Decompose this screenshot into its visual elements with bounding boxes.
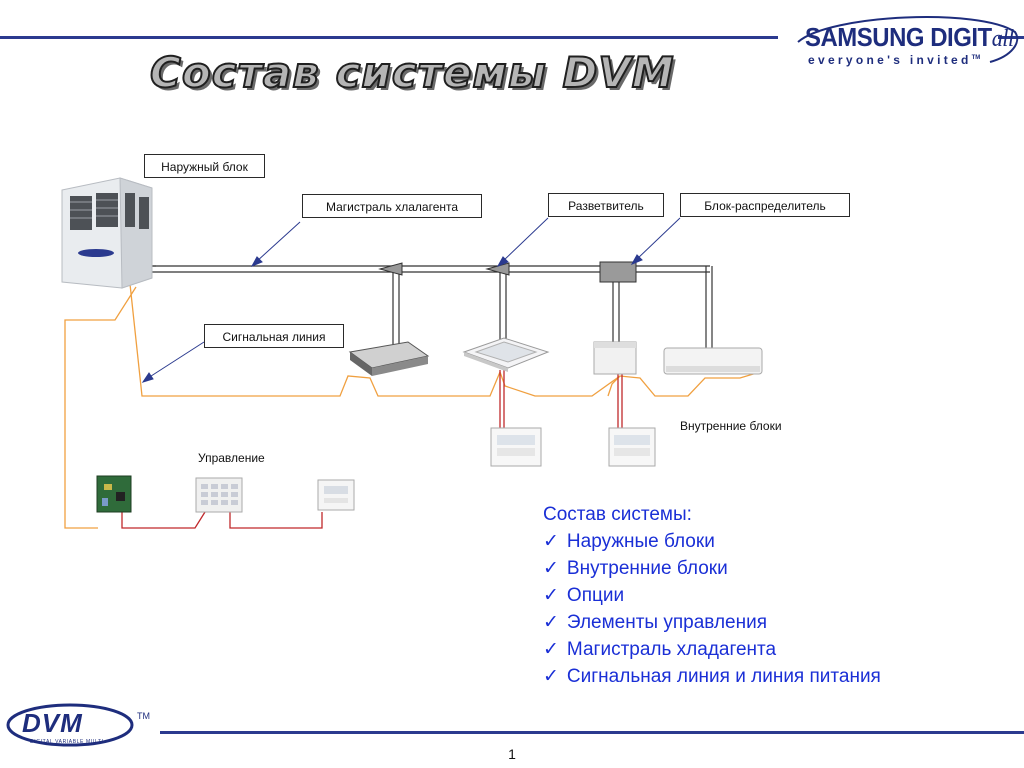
indoor-unit-duct: [348, 341, 430, 376]
label-branch-joint: Разветвитель: [548, 193, 664, 217]
label-signal-line: Сигнальная линия: [204, 324, 344, 348]
samsung-logo-swoosh: [797, 16, 1019, 63]
control-pcb: [96, 475, 132, 513]
check-icon: ✓: [543, 612, 559, 633]
branch-joint-2: [485, 262, 510, 276]
list-item: ✓Элементы управления: [543, 612, 767, 633]
list-item: ✓Сигнальная линия и линия питания: [543, 666, 881, 687]
wired-remote-1: [490, 427, 542, 467]
label-indoor-units: Внутренние блоки: [680, 419, 782, 433]
system-list-heading: Состав системы:: [543, 504, 692, 525]
check-icon: ✓: [543, 666, 559, 687]
control-central-panel: [195, 477, 243, 513]
check-icon: ✓: [543, 585, 559, 606]
list-item: ✓Наружные блоки: [543, 531, 715, 552]
label-distribution-box: Блок-распределитель: [680, 193, 850, 217]
samsung-logo-slogan: everyone's invitedTM: [808, 53, 981, 67]
footer-rule: [160, 731, 1024, 734]
samsung-logo-brand: SAMSUNG DIGITall: [805, 22, 1014, 52]
page-number: 1: [508, 746, 516, 762]
system-composition-list: Состав системы: ✓Наружные блоки ✓Внутрен…: [543, 501, 881, 690]
wired-remote-2: [608, 427, 656, 467]
label-controls: Управление: [198, 451, 265, 465]
check-icon: ✓: [543, 558, 559, 579]
signal-lines: [64, 283, 761, 529]
indoor-unit-cassette: [462, 337, 550, 372]
control-wires: [121, 370, 623, 529]
header-rule: [0, 36, 778, 39]
branch-joint-1: [378, 262, 403, 276]
label-outdoor-unit: Наружный блок: [144, 154, 265, 178]
header-rule-right: [998, 36, 1024, 39]
dvm-logo-tm: TM: [137, 711, 150, 721]
slide-title: Состав системы DVM: [149, 47, 675, 98]
distribution-box: [599, 261, 637, 283]
label-refrigerant-main: Магистраль хлалагента: [302, 194, 482, 218]
list-item: ✓Внутренние блоки: [543, 558, 728, 579]
callout-arrows: [141, 217, 681, 383]
indoor-unit-console: [593, 341, 637, 375]
check-icon: ✓: [543, 531, 559, 552]
outdoor-unit-image: [61, 177, 153, 289]
dvm-logo-subtitle: DIGITAL VARIABLE MULTI: [30, 739, 104, 745]
check-icon: ✓: [543, 639, 559, 660]
dvm-logo-swoosh: [6, 703, 134, 747]
list-item: ✓Опции: [543, 585, 625, 606]
list-item: ✓Магистраль хладагента: [543, 639, 777, 660]
indoor-unit-wall: [663, 347, 763, 375]
control-remote: [317, 479, 355, 511]
dvm-logo: DVM: [22, 708, 83, 738]
